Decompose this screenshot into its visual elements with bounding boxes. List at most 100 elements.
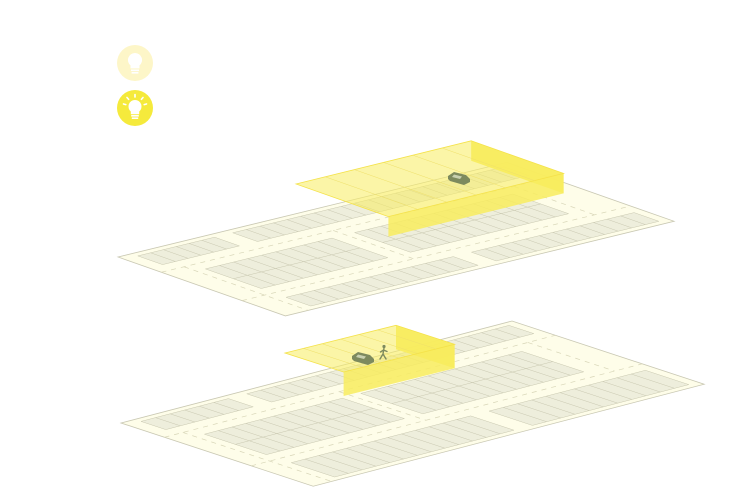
parking-stall-line [360, 444, 404, 460]
parking-stall-line [391, 361, 553, 404]
parking-stall-line [588, 384, 633, 400]
parking-stall-line [484, 248, 510, 258]
parking-stall-line [631, 373, 675, 389]
parking-stall-line [346, 448, 390, 463]
parking-stall-block [290, 415, 515, 478]
light-zone-grid-line [303, 348, 363, 368]
lightbulb-on-icon [116, 89, 154, 127]
parking-stall-line [299, 293, 325, 303]
light-zone-grid-line [325, 176, 418, 210]
parking-stall-line [602, 381, 647, 396]
parking-stall-line [300, 216, 326, 226]
parking-stall-line [259, 225, 285, 236]
road-center-line [183, 266, 309, 311]
light-zone-grid-line [377, 329, 437, 350]
parking-stall-line [511, 242, 537, 252]
light-zone-grid-line [340, 338, 400, 359]
parking-stall-line [453, 339, 479, 349]
lower-parking-level [119, 320, 706, 487]
parking-stall-line [517, 403, 561, 419]
road-center-line [241, 205, 631, 301]
car-icon [448, 172, 470, 185]
parking-stall-line [304, 458, 349, 474]
parking-stall-line [301, 379, 327, 388]
parking-stall-line [574, 388, 618, 404]
parking-stall-line [411, 266, 437, 276]
parking-stall-line [313, 290, 339, 300]
parking-stall-line [170, 413, 196, 423]
parking-stall-line [456, 419, 501, 435]
parking-stall-block [488, 370, 690, 426]
road-center-line [251, 363, 643, 467]
parking-stall-line [545, 396, 590, 411]
parking-stall-line [150, 252, 176, 262]
parking-stall-line [382, 203, 541, 243]
parking-stall-line [176, 246, 202, 256]
parking-stall-line [566, 228, 592, 239]
parking-stall-line [327, 286, 353, 297]
light-zone-grid-line [354, 169, 447, 203]
parking-stall-line [552, 232, 578, 242]
parking-stall-line [332, 451, 377, 467]
parking-stall-line [495, 328, 521, 338]
parking-stall-line [213, 402, 239, 411]
parking-stall-line [429, 426, 473, 442]
parking-stall-line [498, 245, 524, 255]
parking-stall-line [425, 263, 451, 273]
parking-stall-line [288, 382, 314, 392]
parking-stall-line [233, 247, 360, 279]
parking-stall-line [355, 280, 381, 290]
parking-stall-line [188, 243, 214, 253]
parking-stall-line [397, 269, 423, 280]
parking-stall-line [286, 219, 312, 229]
parking-stall-line [415, 430, 459, 445]
parking-stall-line [246, 229, 272, 239]
parking-stall-line [315, 375, 341, 385]
parking-stall-line [579, 225, 605, 235]
parking-stall-line [273, 222, 299, 232]
parking-stall-line [439, 259, 465, 269]
upper-parking-level [116, 140, 676, 317]
parking-stall-line [606, 218, 632, 229]
light-zone-grid-line [383, 162, 477, 196]
light-zone-side [388, 173, 564, 237]
parking-stall-line [539, 235, 565, 245]
parking-stall-line [318, 455, 363, 471]
parking-stall-line [616, 377, 661, 393]
parking-stall-line [560, 392, 604, 408]
parking-stall-line [327, 209, 353, 219]
parking-stall-line [481, 332, 507, 342]
parking-stall-line [525, 238, 551, 248]
parking-stall-line [260, 390, 286, 399]
parking-stall-line [442, 422, 487, 438]
parking-stall-line [163, 249, 189, 259]
parking-stall-line [184, 409, 210, 419]
parking-stall-line [155, 417, 181, 427]
parking-stall-line [235, 408, 374, 445]
parking-stall-line [199, 406, 225, 415]
parking-stall-line [341, 283, 367, 293]
parking-stall-line [503, 407, 547, 422]
parking-stall-line [401, 433, 446, 449]
parking-stall-line [383, 273, 409, 283]
parking-stall-line [369, 276, 395, 286]
parking-stall-line [620, 215, 646, 225]
parking-stall-line [313, 212, 339, 222]
parking-stall-line [531, 399, 576, 415]
parking-stall-line [201, 240, 227, 250]
road-center-line [182, 432, 332, 482]
parking-stall-line [274, 386, 300, 396]
parking-stall-line [467, 336, 493, 345]
light-zone-grid-line [441, 147, 535, 181]
light-zone-grid-line [358, 334, 418, 354]
light-zone-grid-line [412, 154, 506, 188]
road-center-line [333, 230, 414, 260]
pedestrian-icon [379, 344, 388, 360]
lightbulb-off-icon [116, 44, 154, 82]
parking-stall-line [593, 222, 619, 232]
parking-stall-line [387, 437, 432, 453]
car-icon [352, 352, 374, 365]
parking-stall-line [341, 206, 367, 216]
parking-stall-line [373, 440, 418, 456]
